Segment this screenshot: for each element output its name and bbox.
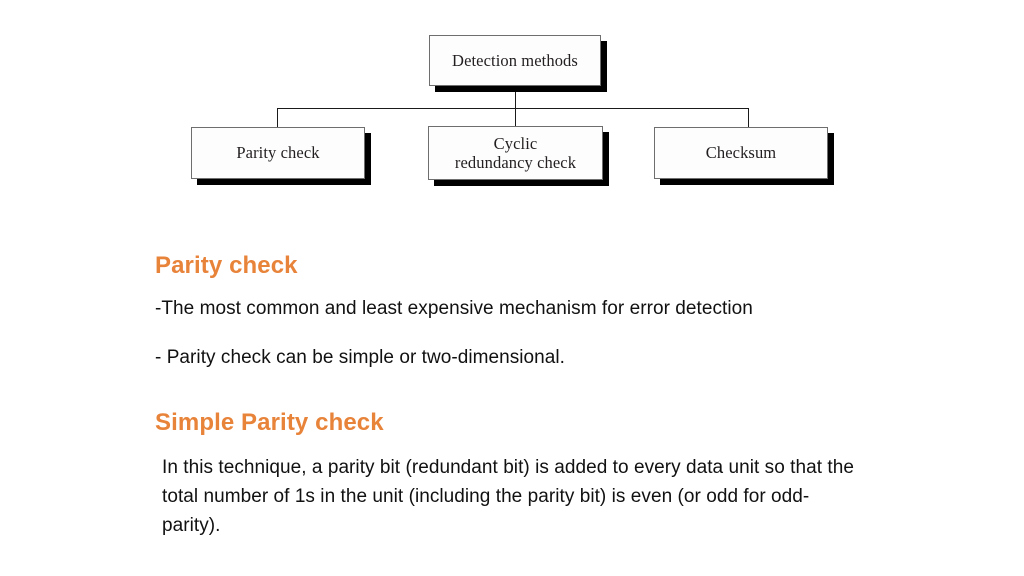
diagram-node-label: Parity check [236,143,320,163]
diagram-node-parity-check: Parity check [191,127,365,179]
paragraph-simple-parity-description: In this technique, a parity bit (redunda… [162,457,854,536]
diagram-node-checksum: Checksum [654,127,828,179]
detection-methods-diagram: Detection methods Parity check Cyclic re… [0,0,1024,210]
connector-drop-cyclic-redundancy-check [515,108,516,127]
bullet-simple-or-two-dimensional: - Parity check can be simple or two-dime… [155,347,566,368]
diagram-node-label: Cyclic redundancy check [454,133,577,172]
diagram-node-label: Detection methods [452,50,578,70]
connector-drop-checksum [748,108,749,128]
diagram-node-detection-methods: Detection methods [429,35,601,86]
heading-parity-check: Parity check [155,252,298,279]
connector-root-stem [515,86,516,109]
heading-simple-parity-check: Simple Parity check [155,409,384,436]
diagram-node-cyclic-redundancy-check: Cyclic redundancy check [428,126,603,180]
connector-horizontal-bus [277,108,749,109]
diagram-node-label: Checksum [705,143,777,163]
bullet-most-common-mechanism: -The most common and least expensive mec… [155,298,753,319]
connector-drop-parity-check [277,108,278,128]
